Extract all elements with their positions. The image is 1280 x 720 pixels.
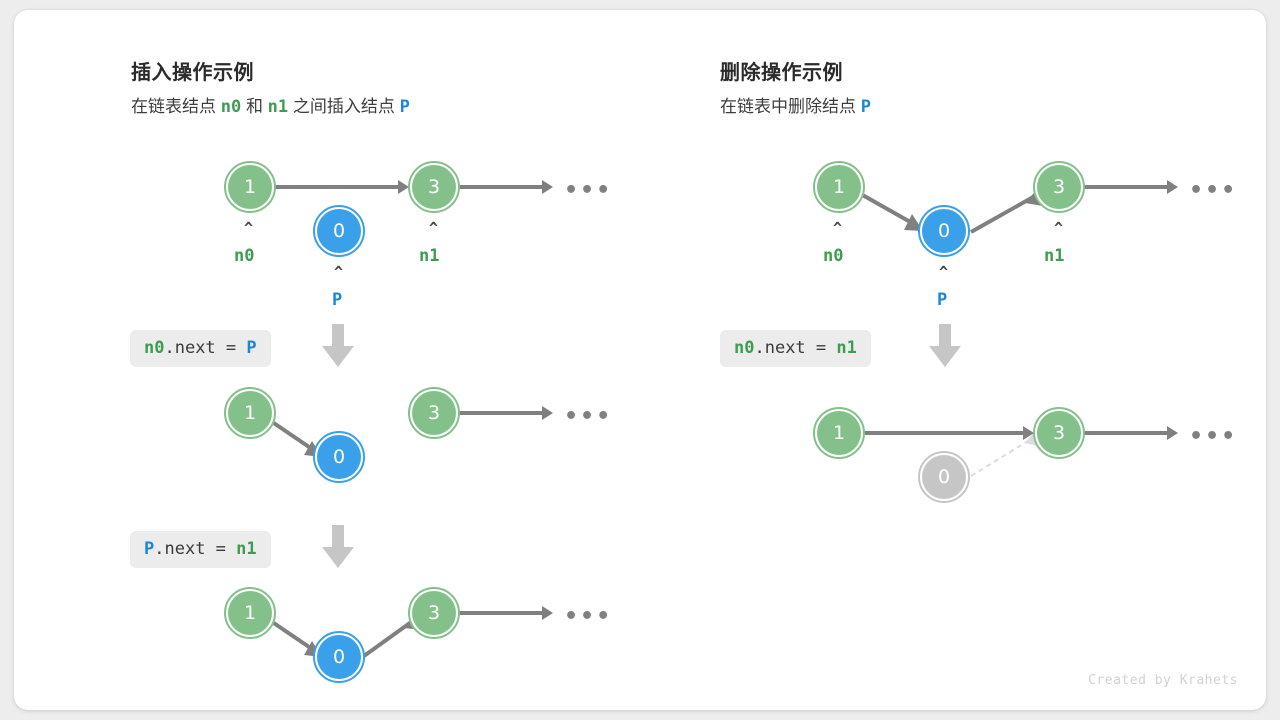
ellipsis-icon: •••	[564, 604, 613, 629]
node-n0: 1	[224, 387, 276, 439]
pointer-label-n0: n0	[234, 246, 255, 266]
step-down-arrow-icon	[322, 525, 354, 568]
arrowhead-icon	[542, 606, 553, 620]
step-down-arrow-icon	[929, 324, 961, 367]
text-run: n1	[236, 539, 257, 559]
arrowhead-icon	[542, 180, 553, 194]
caret-icon: ^	[939, 263, 949, 281]
text-run: 之间插入结点	[288, 97, 400, 116]
pointer-label-n0: n0	[823, 246, 844, 266]
text-run: n0	[144, 338, 165, 358]
node-p: 0	[918, 205, 970, 257]
edge-n0-to-n1	[272, 185, 400, 189]
node-p: 0	[313, 205, 365, 257]
text-run: n0	[734, 338, 755, 358]
node-value: 1	[817, 165, 861, 209]
text-run: n0	[220, 97, 242, 117]
edge-n1-to-tail	[458, 611, 544, 615]
edge-n1-to-tail	[1083, 431, 1169, 435]
ellipsis-icon: •••	[1189, 424, 1238, 449]
node-value: 0	[317, 435, 361, 479]
node-value: 1	[228, 165, 272, 209]
node-value: 0	[922, 455, 966, 499]
edge-n1-to-tail	[458, 185, 544, 189]
node-value: 0	[317, 209, 361, 253]
delete-panel-subtitle: 在链表中删除结点 P	[720, 92, 871, 117]
node-n0: 1	[224, 587, 276, 639]
ellipsis-icon: •••	[564, 404, 613, 429]
node-n0: 1	[813, 407, 865, 459]
node-p: 0	[313, 431, 365, 483]
text-run: n1	[836, 338, 857, 358]
arrowhead-icon	[542, 406, 553, 420]
arrowhead-icon	[1167, 180, 1178, 194]
text-run: 和	[241, 97, 268, 116]
node-value: 1	[817, 411, 861, 455]
text-run: n1	[267, 97, 289, 117]
ellipsis-icon: •••	[564, 178, 613, 203]
pointer-label-p: P	[937, 290, 948, 310]
caret-icon: ^	[833, 219, 843, 237]
caret-icon: ^	[334, 263, 344, 281]
caret-icon: ^	[1054, 219, 1064, 237]
pointer-label-p: P	[332, 290, 343, 310]
node-n1: 3	[408, 587, 460, 639]
text-run: .next =	[154, 539, 237, 559]
node-n1: 3	[408, 161, 460, 213]
node-value: 3	[412, 391, 456, 435]
credit-text: Created by Krahets	[1088, 673, 1238, 688]
node-deleted: 0	[918, 451, 970, 503]
code-chip-step2: P.next = n1	[130, 531, 271, 569]
node-p: 0	[313, 631, 365, 683]
panel-delete: 删除操作示例 在链表中删除结点 P 1 0 3 •••	[640, 10, 1266, 710]
text-run: .next =	[754, 338, 837, 358]
text-run: P	[144, 539, 155, 559]
insert-panel-title: 插入操作示例	[131, 62, 254, 84]
edge-n1-to-tail	[1083, 185, 1169, 189]
ellipsis-icon: •••	[1189, 178, 1238, 203]
panel-insert: 插入操作示例 在链表结点 n0 和 n1 之间插入结点 P 1 0 3 ••• …	[14, 10, 640, 710]
edge-n1-to-tail	[458, 411, 544, 415]
step-down-arrow-icon	[322, 324, 354, 367]
text-run: .next =	[164, 338, 247, 358]
arrowhead-icon	[1023, 426, 1034, 440]
caret-icon: ^	[429, 219, 439, 237]
node-value: 0	[317, 635, 361, 679]
node-value: 3	[412, 591, 456, 635]
node-n1: 3	[408, 387, 460, 439]
caret-icon: ^	[244, 219, 254, 237]
node-value: 3	[1037, 165, 1081, 209]
node-value: 3	[412, 165, 456, 209]
node-n1: 3	[1033, 161, 1085, 213]
code-chip-step1: n0.next = P	[130, 330, 271, 368]
pointer-label-n1: n1	[419, 246, 440, 266]
insert-panel-subtitle: 在链表结点 n0 和 n1 之间插入结点 P	[131, 92, 410, 117]
text-run: P	[246, 338, 257, 358]
node-value: 1	[228, 591, 272, 635]
delete-panel-title: 删除操作示例	[720, 62, 843, 84]
edge-n0-to-n1	[861, 431, 1025, 435]
text-run: 在链表中删除结点	[720, 97, 861, 116]
pointer-label-n1: n1	[1044, 246, 1065, 266]
node-n0: 1	[224, 161, 276, 213]
text-run: P	[399, 97, 410, 117]
text-run: P	[860, 97, 871, 117]
arrowhead-icon	[1167, 426, 1178, 440]
code-chip-step1: n0.next = n1	[720, 330, 871, 368]
node-value: 1	[228, 391, 272, 435]
node-n0: 1	[813, 161, 865, 213]
node-value: 0	[922, 209, 966, 253]
text-run: 在链表结点	[131, 97, 221, 116]
node-n1: 3	[1033, 407, 1085, 459]
node-value: 3	[1037, 411, 1081, 455]
arrowhead-icon	[398, 180, 409, 194]
diagram-card: 插入操作示例 在链表结点 n0 和 n1 之间插入结点 P 1 0 3 ••• …	[14, 10, 1266, 710]
